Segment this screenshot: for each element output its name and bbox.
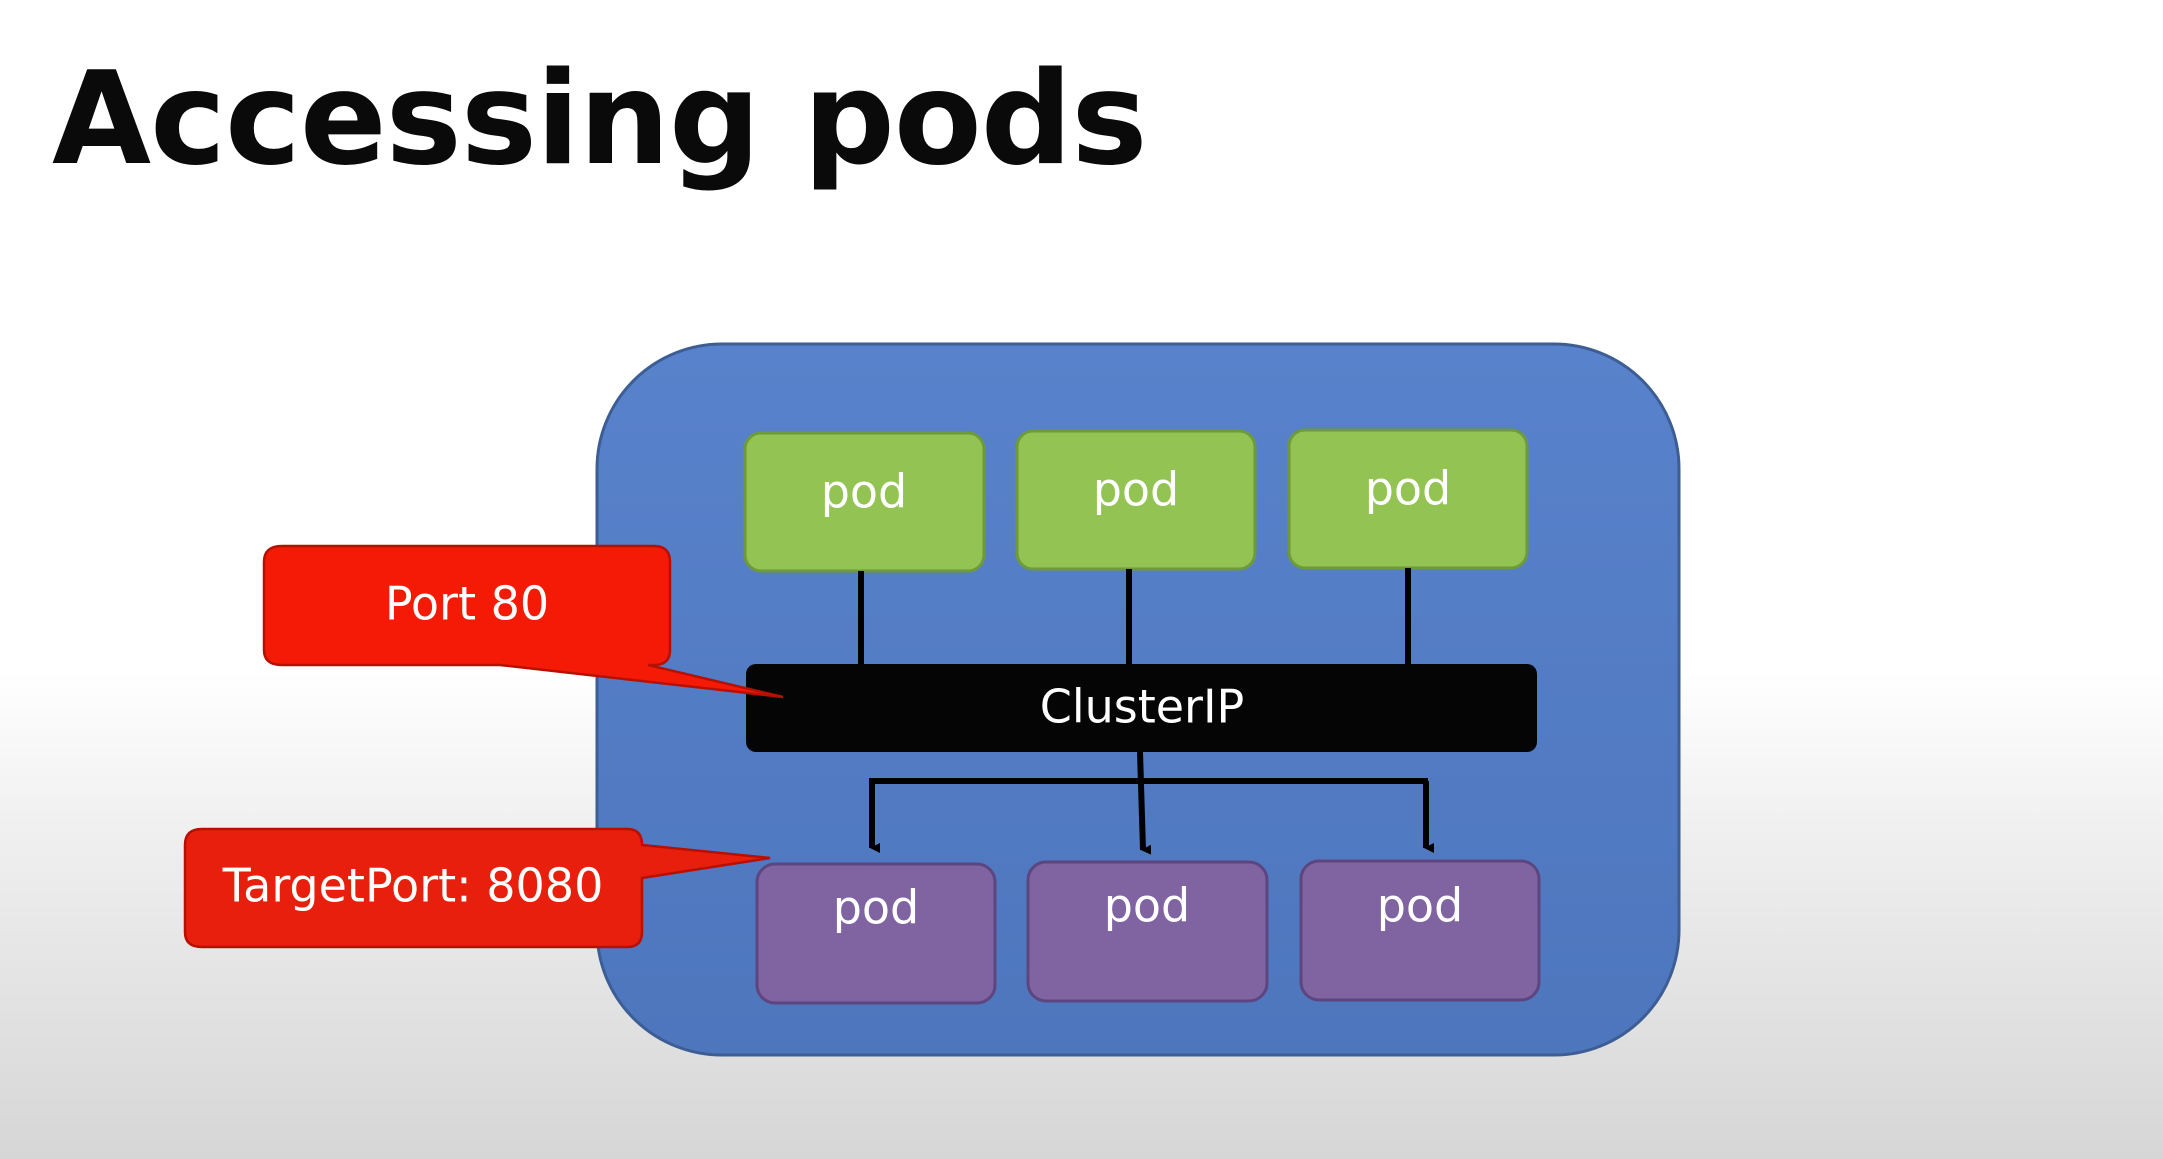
bottom-pod: pod bbox=[1299, 859, 1541, 1002]
top-connectors bbox=[858, 568, 1411, 665]
bottom-pod-label: pod bbox=[833, 881, 920, 935]
clusterip-service: ClusterIP bbox=[746, 664, 1537, 752]
top-pod: pod bbox=[743, 431, 986, 573]
top-pod-label: pod bbox=[1093, 463, 1180, 517]
bottom-pod-label: pod bbox=[1377, 879, 1464, 933]
targetport-callout-label: TargetPort: 8080 bbox=[222, 859, 604, 913]
targetport-callout: TargetPort: 8080 bbox=[183, 827, 771, 949]
routing-arrows bbox=[869, 751, 1434, 855]
clusterip-label: ClusterIP bbox=[1040, 680, 1245, 734]
slide-title: Accessing pods bbox=[52, 45, 1148, 194]
top-pod-label: pod bbox=[1365, 462, 1452, 516]
bottom-pod: pod bbox=[1026, 860, 1269, 1003]
top-pod: pod bbox=[1287, 428, 1529, 570]
bottom-pod: pod bbox=[755, 862, 997, 1005]
port-callout-label: Port 80 bbox=[385, 577, 549, 631]
port-callout: Port 80 bbox=[262, 544, 784, 699]
routing-trunk bbox=[1137, 751, 1152, 855]
top-pod: pod bbox=[1015, 429, 1257, 571]
bottom-pod-label: pod bbox=[1104, 879, 1191, 933]
top-pod-label: pod bbox=[821, 465, 908, 519]
